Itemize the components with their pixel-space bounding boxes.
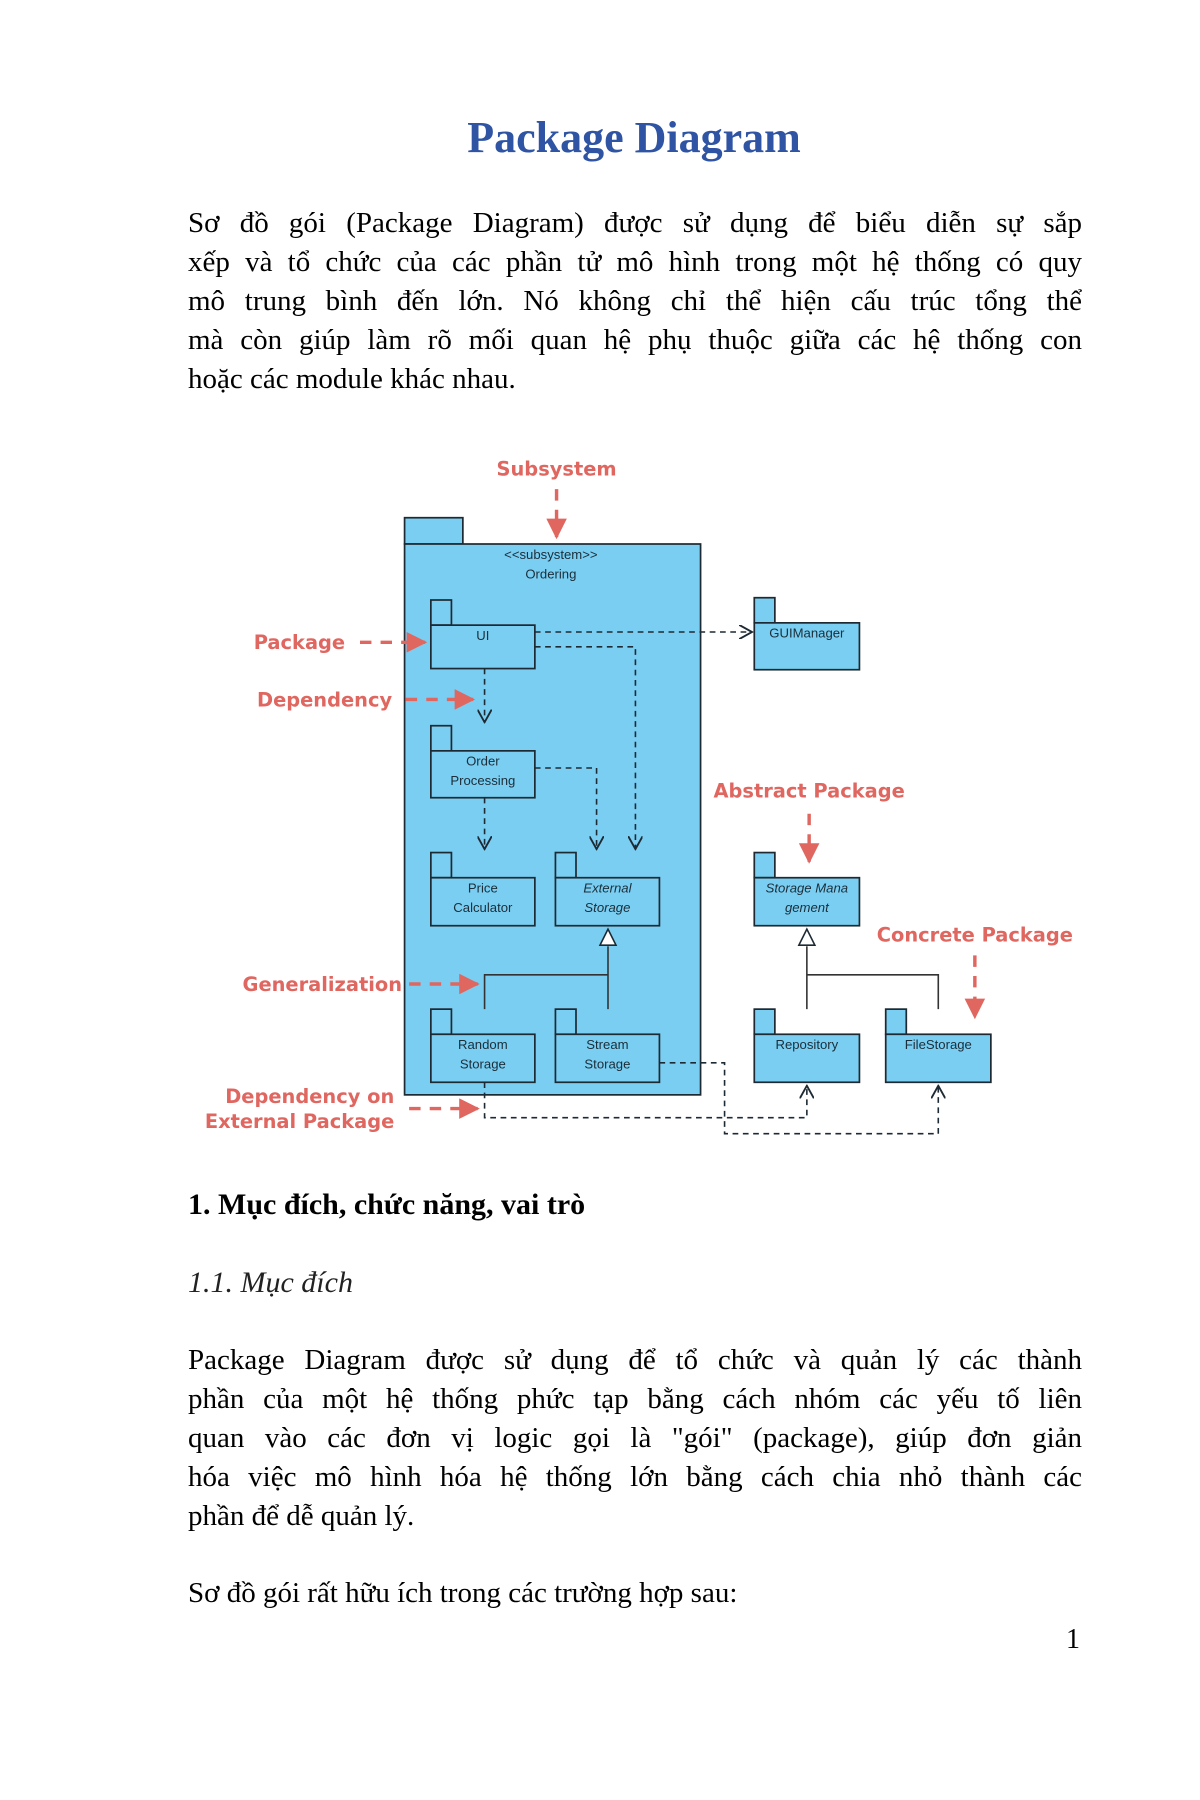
package: UI	[429, 599, 536, 670]
package-body	[430, 749, 536, 799]
package-body	[554, 876, 661, 927]
page-title: Package Diagram	[467, 113, 801, 162]
package-label: External	[583, 881, 632, 896]
package-body	[753, 1033, 861, 1084]
usage-intro: Sơ đồ gói rất hữu ích trong các trường h…	[188, 1577, 738, 1609]
package-tab	[554, 1008, 577, 1036]
package-tab	[554, 851, 577, 879]
intro-paragraph: Sơ đồ gói (Package Diagram) được sử dụng…	[188, 204, 1082, 399]
annotation-dependency-external: External Package	[205, 1110, 394, 1133]
generalization-line	[806, 974, 940, 1010]
package-tab	[753, 851, 776, 879]
package-label: Storage Mana	[766, 881, 848, 896]
package-tab	[429, 851, 453, 879]
annotation-concrete-package: Concrete Package	[877, 924, 1073, 947]
package-label: Order	[466, 754, 500, 769]
package-body	[884, 1033, 992, 1084]
subsystem-name: Ordering	[525, 566, 576, 581]
package-tab	[429, 599, 453, 626]
package: Repository	[753, 1008, 861, 1084]
package-label: FileStorage	[905, 1037, 972, 1052]
generalization-triangle-icon	[797, 927, 817, 946]
purpose-line: phần để dễ quản lý.	[188, 1500, 415, 1532]
package-label: Price	[468, 881, 498, 896]
intro-line: mô trung bình đến lớn. Nó không chỉ thể …	[188, 285, 1082, 317]
purpose-line: hóa việc mô hình hóa hệ thống lớn bằng c…	[188, 1461, 1082, 1493]
dependency-arrow	[483, 1082, 807, 1119]
subsystem-stereotype: <<subsystem>>	[504, 547, 598, 562]
annotation-generalization: Generalization	[243, 973, 403, 996]
package: FileStorage	[884, 1008, 992, 1084]
generalization-line	[483, 974, 608, 1010]
annotation-dependency-external: Dependency on	[225, 1085, 394, 1108]
package-label: GUIManager	[769, 626, 845, 641]
package: Storage Mana gement	[753, 851, 861, 927]
package-label: Stream	[586, 1037, 628, 1052]
intro-line: hoặc các module khác nhau.	[188, 363, 516, 395]
page-number: 1	[1066, 1624, 1080, 1655]
package-label: Random	[458, 1037, 508, 1052]
dependency-arrow	[534, 646, 636, 849]
package: GUIManager	[753, 596, 861, 671]
package-tab	[429, 724, 453, 752]
package-label: gement	[785, 900, 830, 915]
package-tab	[403, 516, 464, 545]
generalization-triangle-icon	[598, 927, 618, 946]
section-heading: 1. Mục đích, chức năng, vai trò	[188, 1188, 586, 1221]
annotation-subsystem: Subsystem	[497, 457, 617, 480]
package-body	[430, 624, 536, 670]
package-tab	[753, 1008, 776, 1036]
package-label: Storage	[584, 1057, 630, 1072]
package-label: Storage	[460, 1057, 506, 1072]
package-label: Storage	[584, 900, 630, 915]
package-label: Calculator	[453, 900, 513, 915]
purpose-paragraph: Package Diagram được sử dụng để tổ chức …	[188, 1341, 1082, 1536]
purpose-line: phần của một hệ thống phức tạp bằng cách…	[188, 1383, 1082, 1415]
annotation-dependency: Dependency	[257, 688, 393, 711]
package-body	[430, 876, 536, 927]
purpose-line: Package Diagram được sử dụng để tổ chức …	[188, 1344, 1082, 1376]
package-label: Repository	[775, 1037, 838, 1052]
package-tab	[753, 596, 776, 624]
package-body	[753, 876, 861, 927]
package-body	[430, 1033, 536, 1084]
intro-line: Sơ đồ gói (Package Diagram) được sử dụng…	[188, 207, 1082, 239]
package-label: Processing	[450, 773, 515, 788]
package-tab	[884, 1008, 908, 1036]
annotation-package: Package	[254, 631, 345, 654]
subsection-heading: 1.1. Mục đích	[188, 1266, 353, 1299]
package-tab	[429, 1008, 453, 1036]
package-body	[554, 1033, 661, 1084]
intro-line: xếp và tổ chức của các phần tử mô hình t…	[188, 246, 1082, 278]
annotation-abstract-package: Abstract Package	[713, 780, 904, 803]
purpose-line: quan vào các đơn vị logic gọi là "gói" (…	[188, 1422, 1082, 1454]
package-body	[753, 621, 861, 671]
package-label: UI	[476, 628, 489, 643]
intro-line: mà còn giúp làm rõ mối quan hệ phụ thuộc…	[188, 324, 1082, 356]
dependency-arrow	[534, 767, 597, 849]
